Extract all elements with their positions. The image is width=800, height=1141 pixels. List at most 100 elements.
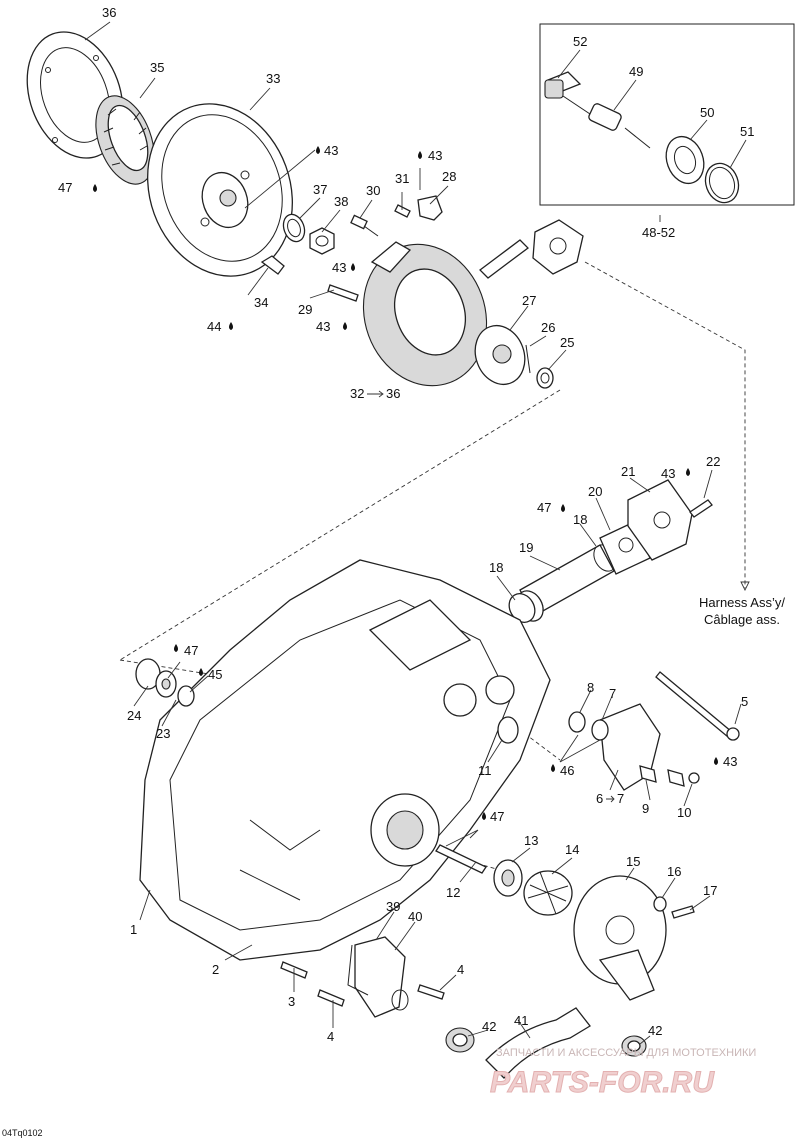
harness-label-line1: Harness Ass’y/: [699, 595, 785, 610]
pump-cover-part: [573, 875, 667, 1001]
range-arrows: [367, 390, 615, 803]
washer-part: [282, 213, 306, 243]
callout-label: 7: [617, 791, 624, 806]
rotor-bolt-part: [260, 255, 285, 275]
callout-label: 20: [588, 484, 602, 499]
oil-drop-icon: [93, 184, 97, 192]
clamp-a-part: [445, 1027, 475, 1053]
callout-label: 29: [298, 302, 312, 317]
callout-label: 10: [677, 805, 691, 820]
thermostat-cover-part: [627, 479, 693, 561]
stator-part: [362, 239, 529, 387]
callout-label: 26: [541, 320, 555, 335]
callout-label: 16: [667, 864, 681, 879]
cover-bolt-part: [671, 905, 695, 919]
callout-label: 43: [723, 754, 737, 769]
callout-label: 34: [254, 295, 268, 310]
oil-drop-icon: [561, 504, 565, 512]
oil-drop-icon: [714, 757, 718, 765]
oil-drop-icon: [229, 322, 233, 330]
clamp-b-part: [621, 1035, 647, 1057]
callout-label: 27: [522, 293, 536, 308]
callout-label: 18: [573, 512, 587, 527]
callout-label: 45: [208, 667, 222, 682]
hose-part: [485, 1007, 591, 1079]
oil-drop-icon: [199, 668, 203, 676]
callout-label: 3: [288, 994, 295, 1009]
rotor-part: [147, 103, 293, 277]
small-screw-part: [688, 772, 700, 784]
callout-label: 13: [524, 833, 538, 848]
callout-label: 25: [560, 335, 574, 350]
oil-drop-icon: [351, 263, 355, 271]
cover-screw-part: [689, 499, 713, 518]
pump-shaft-part: [435, 844, 487, 874]
callout-label: 17: [703, 883, 717, 898]
callout-label: 39: [386, 899, 400, 914]
watermark-logo: PARTS-FOR.RU: [490, 1066, 715, 1099]
bolt-part: [350, 214, 379, 237]
callout-label: 4: [327, 1029, 334, 1044]
callout-label: 47: [490, 809, 504, 824]
callout-label: 11: [478, 763, 492, 778]
oil-drop-icon: [418, 151, 422, 159]
callout-label: 2: [212, 962, 219, 977]
callout-label: 47: [184, 643, 198, 658]
callout-label: 43: [428, 148, 442, 163]
kit-inset-box: [539, 23, 795, 206]
watermark-text: ЗАПЧАСТИ И АКСЕССУАРЫ ДЛЯ МОТОТЕХНИКИ: [496, 1047, 756, 1059]
elbow-fitting-part: [354, 936, 409, 1018]
oil-drop-icon: [316, 146, 320, 154]
callout-label: 14: [565, 842, 579, 857]
callout-label: 41: [514, 1013, 528, 1028]
callout-label: 24: [127, 708, 141, 723]
leader-lines: [84, 21, 747, 1045]
callout-label: 52: [573, 34, 587, 49]
oil-drop-icon: [686, 468, 690, 476]
callout-label: 43: [316, 319, 330, 334]
callout-label: 4: [457, 962, 464, 977]
pickup-sensor-part: [532, 219, 584, 275]
pump-bearing-part: [493, 859, 523, 897]
starter-gear-part: [474, 324, 526, 386]
harness-arrow: [740, 581, 750, 592]
gasket-39-part: [347, 944, 369, 996]
callout-label: 40: [408, 909, 422, 924]
callout-label: 12: [446, 885, 460, 900]
callout-label: 5: [741, 694, 748, 709]
callout-label: 36: [102, 5, 116, 20]
callout-label: 51: [740, 124, 754, 139]
callout-label: 19: [519, 540, 533, 555]
oil-seal-part: [497, 716, 519, 744]
callout-label: 22: [706, 454, 720, 469]
nut-part: [309, 227, 335, 255]
callout-label: 23: [156, 726, 170, 741]
callout-label: 7: [609, 686, 616, 701]
drawing-code: 04Tq0102: [2, 1128, 43, 1138]
callout-label: 30: [366, 183, 380, 198]
callout-label: 38: [334, 194, 348, 209]
callout-label: 28: [442, 169, 456, 184]
callout-label: 8: [587, 680, 594, 695]
bolt-4b-part: [417, 984, 445, 1000]
callout-label: 18: [489, 560, 503, 575]
stator-screw-part: [327, 284, 359, 302]
impeller-part: [523, 870, 573, 916]
callout-label: 37: [313, 182, 327, 197]
long-bolt-part: [655, 671, 740, 741]
callout-label: 43: [661, 466, 675, 481]
callout-label: 1: [130, 922, 137, 937]
callout-label: 21: [621, 464, 635, 479]
crankcase-cover-part: [139, 559, 551, 961]
callout-label: 46: [560, 763, 574, 778]
callout-label: 36: [386, 386, 400, 401]
callout-label: 42: [648, 1023, 662, 1038]
callout-label: 42: [482, 1019, 496, 1034]
bolt-4a-part: [317, 989, 345, 1007]
callout-label: 43: [332, 260, 346, 275]
callout-label: 32: [350, 386, 364, 401]
washer-small-part: [536, 367, 554, 389]
washer-9-part: [639, 765, 685, 787]
oil-drop-icon: [343, 322, 347, 330]
callout-label: 43: [324, 143, 338, 158]
